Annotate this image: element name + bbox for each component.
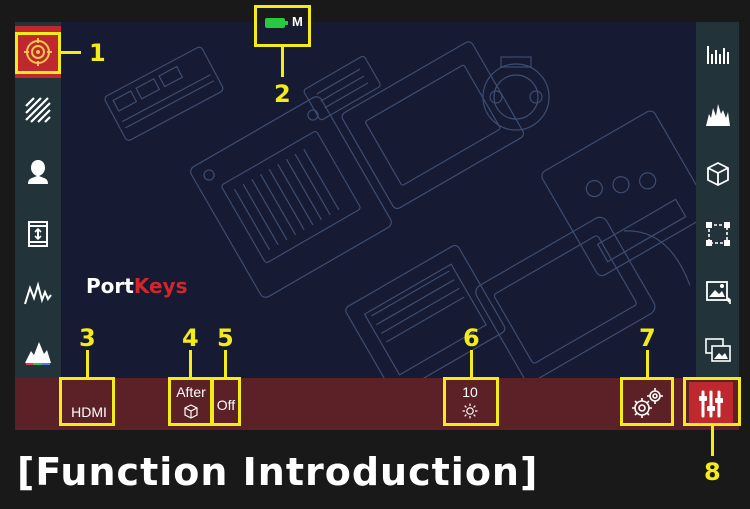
callout-line-4 [189,350,192,377]
callout-box-5 [211,377,241,426]
left-toolbar [15,22,61,378]
waveform-button[interactable] [15,274,61,314]
callout-number-1: 1 [89,39,106,67]
callout-line-6 [470,350,473,377]
image-flip-icon [705,281,731,304]
callout-box-3 [59,377,115,426]
callout-box-1 [15,32,61,74]
zebra-button[interactable] [15,90,61,130]
histogram-icon [25,342,51,365]
callout-box-8 [683,377,741,426]
callout-box-2 [254,5,311,47]
image-flip-button[interactable] [696,272,739,312]
callout-number-2: 2 [274,80,291,108]
lut-cube-icon [706,161,729,187]
crop-frame-icon [705,222,730,246]
audio-meter-button[interactable] [696,34,739,74]
lut-position-label[interactable]: After [176,384,206,400]
gear-icon [632,388,663,418]
frame-guide-icon [28,221,48,247]
histogram-button[interactable] [15,332,61,372]
crop-frame-button[interactable] [696,214,739,254]
callout-box-7 [620,377,674,426]
picture-overlay-button[interactable] [696,330,739,370]
logo-part1: Port [86,274,134,298]
rgb-parade-icon [705,104,730,126]
audio-meter-icon [706,46,729,64]
battery-icon [265,18,285,28]
skin-tone-button[interactable] [15,152,61,192]
callout-box-4 [168,377,213,426]
bottom-status-bar: HDMI After Off 10 [15,378,739,430]
settings-button[interactable] [627,384,667,424]
sliders-icon [699,390,723,418]
callout-line-1 [61,51,81,54]
lut-cube-button[interactable] [696,154,739,194]
adjustments-button[interactable] [689,382,733,426]
zebra-icon [25,97,51,123]
monitor-screen: HDMI After Off 10 [15,22,739,430]
brightness-sun-icon [462,403,478,419]
lut-state-label[interactable]: Off [216,397,236,413]
background-illustration [104,41,696,378]
callout-number-6: 6 [463,324,480,352]
battery-mode-label: M [292,14,303,29]
brightness-value[interactable]: 10 [462,384,478,400]
focus-assist-icon [24,38,52,66]
battery-tip [285,21,288,25]
logo-part2: Keys [133,274,188,298]
rgb-parade-button[interactable] [696,94,739,134]
callout-number-4: 4 [182,324,199,352]
callout-number-3: 3 [79,324,96,352]
skin-tone-icon [28,160,48,184]
callout-number-7: 7 [639,324,656,352]
callout-number-5: 5 [217,324,234,352]
input-source-label[interactable]: HDMI [71,404,107,420]
callout-line-2 [281,47,284,77]
lut-cube-small-icon [182,403,200,421]
callout-line-7 [646,350,649,377]
waveform-icon [24,281,52,305]
callout-line-5 [224,350,227,377]
portkeys-logo: PortKeys [86,274,187,298]
callout-line-3 [86,350,89,377]
callout-line-8 [711,426,714,456]
callout-number-8: 8 [704,458,721,486]
page-title: [Function Introduction] [17,450,539,494]
picture-overlay-icon [704,338,731,362]
frame-guide-button[interactable] [15,214,61,254]
right-toolbar [696,22,739,378]
callout-box-6 [443,377,499,426]
